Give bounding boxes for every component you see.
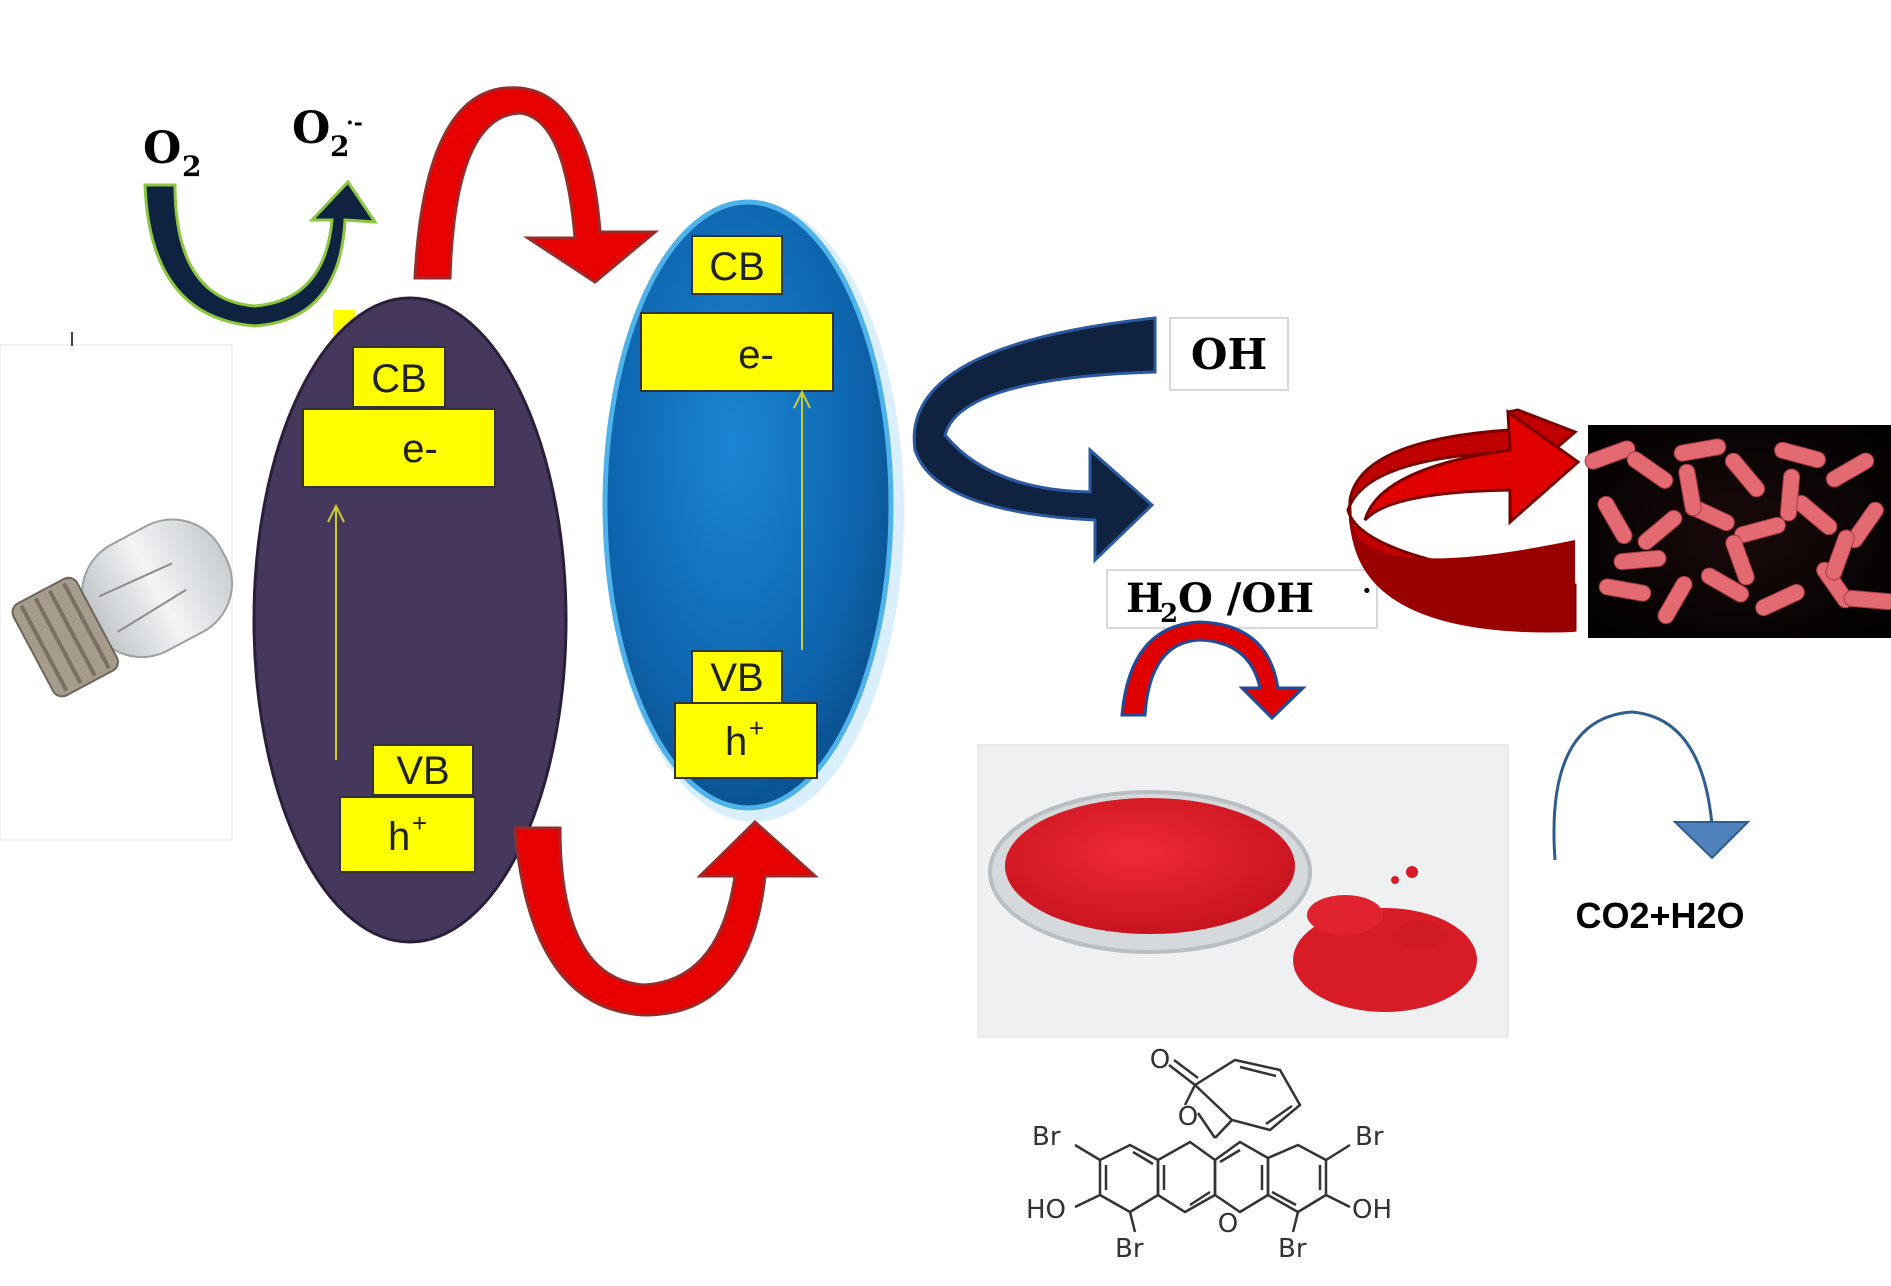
bacterium-cell bbox=[1755, 583, 1805, 617]
dye-structure-labels: O O O Br Br Br Br HO OH bbox=[1026, 1045, 1392, 1264]
svg-text:·-: ·- bbox=[346, 110, 363, 136]
svg-text:+: + bbox=[749, 713, 764, 743]
hole-transfer-arrow bbox=[513, 819, 819, 1017]
right-cb-label: CB bbox=[709, 245, 765, 289]
svg-text:O /OH: O /OH bbox=[1178, 575, 1314, 622]
right-electron-box bbox=[640, 312, 834, 392]
superoxide-label: O 2 ·- bbox=[292, 103, 363, 163]
svg-text:OH: OH bbox=[1352, 1195, 1392, 1225]
bacteria-attack-arrow bbox=[1346, 408, 1581, 633]
bacterium-cell bbox=[1598, 578, 1652, 602]
bacterium-cell bbox=[1843, 589, 1891, 611]
right-hole-box bbox=[674, 702, 818, 779]
dye-degradation-arrow bbox=[1120, 620, 1307, 721]
svg-text:O: O bbox=[1218, 1209, 1238, 1239]
svg-text:2: 2 bbox=[1160, 599, 1178, 629]
bacterium-cell bbox=[1779, 468, 1801, 522]
bacterium-cell bbox=[1725, 534, 1755, 586]
oxygen-reduction-arrow bbox=[143, 179, 378, 328]
bacterium-cell bbox=[1700, 567, 1750, 603]
electron-transfer-arrow bbox=[413, 86, 660, 284]
bacterium-cell bbox=[1626, 451, 1674, 489]
svg-text:Br: Br bbox=[1278, 1234, 1307, 1264]
left-electron-box bbox=[302, 408, 496, 488]
dye-structure bbox=[1074, 1058, 1351, 1233]
left-electron-label: e- bbox=[402, 427, 438, 471]
products-label: CO2+H2O bbox=[1575, 895, 1744, 936]
svg-text:O: O bbox=[1178, 1102, 1198, 1132]
bacterium-cell bbox=[1673, 438, 1727, 462]
hydroxyl-label: OH bbox=[1169, 317, 1289, 391]
bacterium-cell bbox=[1724, 452, 1766, 498]
svg-text:·: · bbox=[1362, 574, 1372, 607]
svg-text:Br: Br bbox=[1032, 1122, 1061, 1152]
bacteria-image bbox=[1584, 425, 1891, 638]
bacterium-cell bbox=[1825, 529, 1855, 581]
svg-text:O: O bbox=[143, 123, 181, 174]
bacterium-cell bbox=[1825, 452, 1875, 488]
o2-label: O 2 bbox=[143, 123, 201, 183]
svg-text:Br: Br bbox=[1115, 1234, 1144, 1264]
bacterium-cell bbox=[1637, 509, 1683, 551]
right-cb-box bbox=[691, 235, 783, 295]
mineralization-arrow bbox=[1552, 710, 1751, 861]
svg-text:O: O bbox=[1150, 1045, 1170, 1075]
svg-text:2: 2 bbox=[330, 130, 349, 163]
uv-lamp-image bbox=[0, 332, 234, 841]
left-vb-box bbox=[372, 744, 474, 796]
semiconductor-left: CB e- VB h + bbox=[252, 296, 568, 944]
left-cb-box bbox=[352, 346, 446, 408]
svg-text:H: H bbox=[1126, 575, 1164, 622]
left-hole-label: h bbox=[388, 815, 410, 859]
bacterium-cell bbox=[1774, 441, 1826, 469]
right-vb-label: VB bbox=[710, 656, 763, 700]
left-vb-label: VB bbox=[396, 749, 449, 793]
svg-text:Br: Br bbox=[1355, 1122, 1384, 1152]
left-hole-box bbox=[339, 796, 476, 873]
bacterium-cell bbox=[1678, 463, 1702, 517]
svg-text:+: + bbox=[412, 808, 427, 838]
bacterium-cell bbox=[1584, 440, 1636, 470]
bacterium-cell bbox=[1597, 495, 1633, 545]
left-cb-label: CB bbox=[371, 357, 427, 401]
svg-text:2: 2 bbox=[182, 150, 201, 183]
bacterium-cell bbox=[1613, 549, 1667, 571]
right-vb-box bbox=[691, 650, 783, 704]
dye-powder-image bbox=[977, 744, 1509, 1038]
water-hydroxyl-label: H 2 O /OH · bbox=[1106, 569, 1378, 629]
svg-text:HO: HO bbox=[1026, 1195, 1066, 1225]
right-electron-label: e- bbox=[738, 333, 774, 377]
svg-text:OH: OH bbox=[1191, 330, 1267, 379]
bacterium-cell bbox=[1657, 575, 1693, 625]
semiconductor-right: CB e- VB h + bbox=[602, 199, 904, 822]
hydroxyl-generation-arrow bbox=[912, 316, 1157, 564]
right-hole-label: h bbox=[725, 720, 747, 764]
svg-text:O: O bbox=[292, 103, 330, 154]
